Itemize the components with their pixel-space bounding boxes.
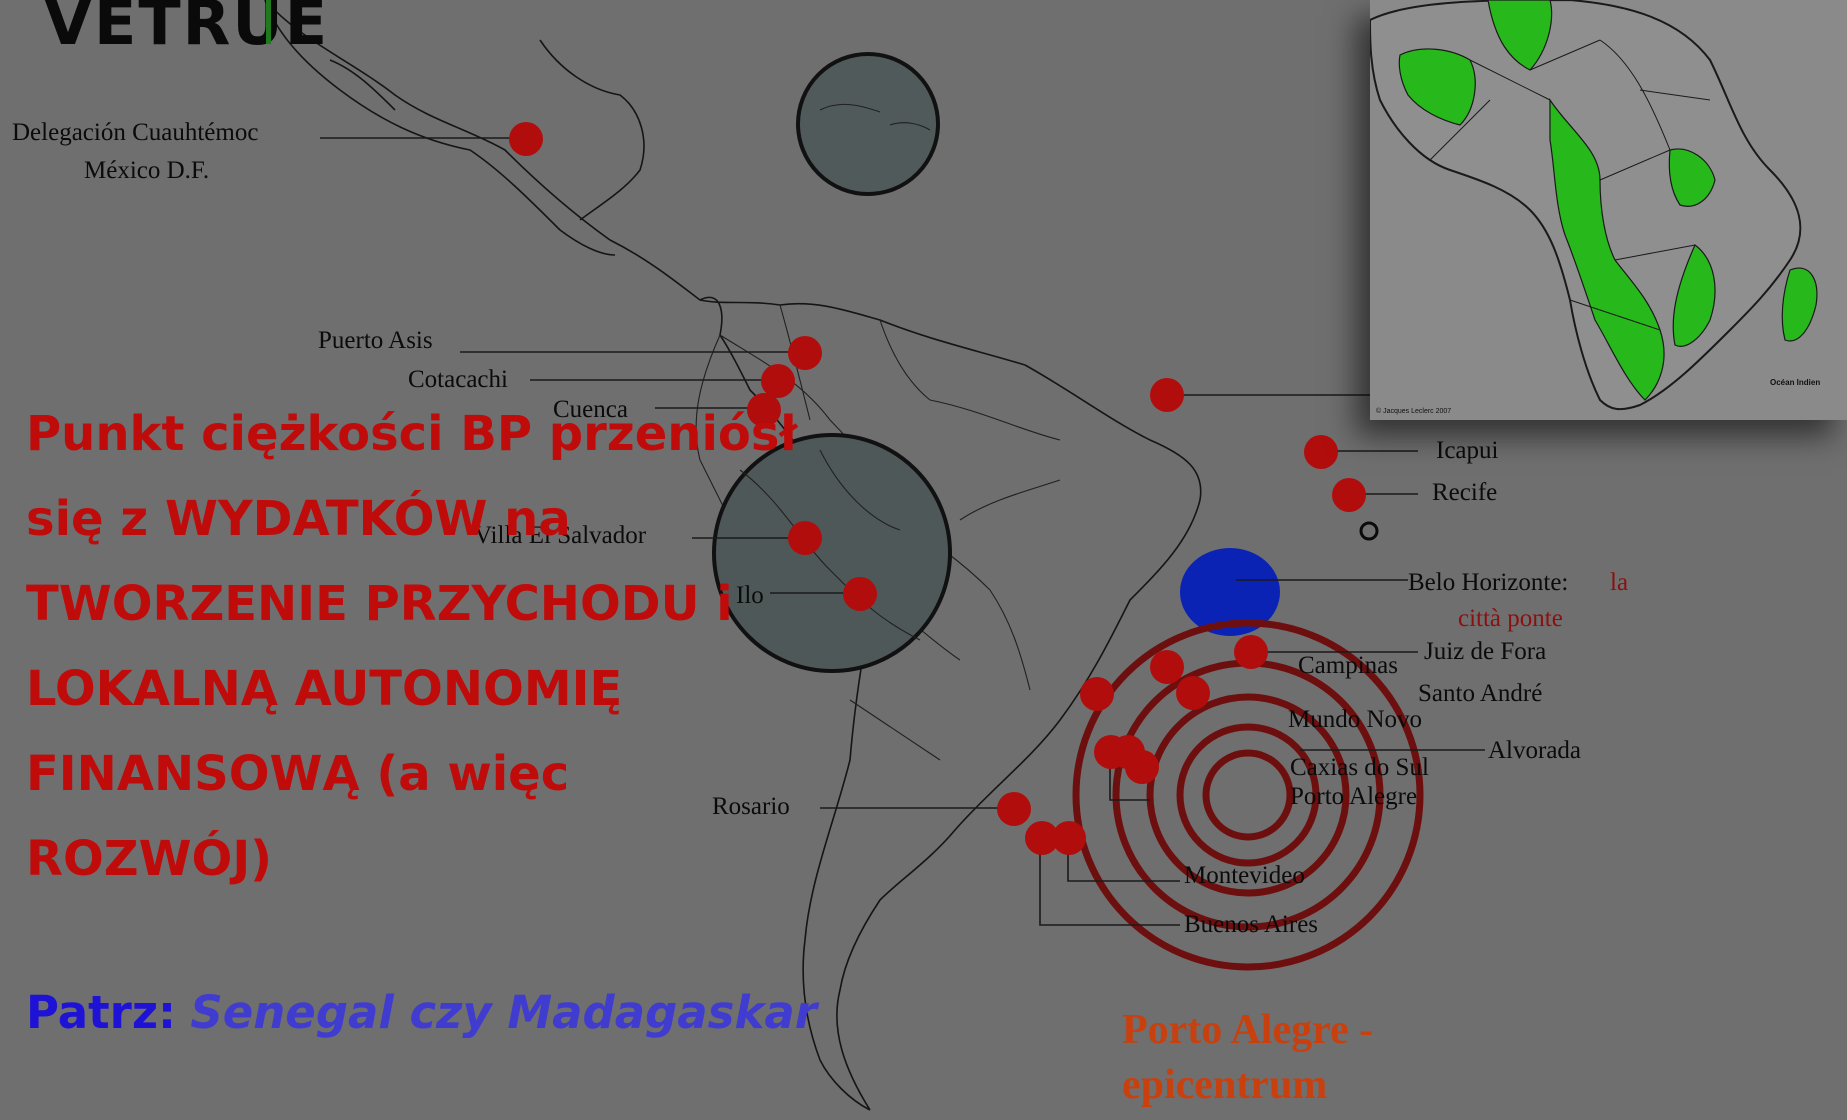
marker-recife	[1332, 478, 1366, 512]
headline: Punkt ciężkości BP przeniósł się z WYDAT…	[26, 406, 798, 887]
label-cotacachi: Cotacachi	[408, 366, 508, 393]
marker-porto-alegre	[1125, 750, 1159, 784]
yucatan-coastline	[539, 39, 645, 221]
africa-ocean-label: Océan Indien	[1770, 378, 1820, 387]
label-santo-andre: Santo André	[1418, 680, 1542, 707]
marker-villa-el-salvador	[788, 521, 822, 555]
see-also-countries: Senegal czy Madagaskar	[190, 986, 817, 1039]
label-porto-alegre: Porto Alegre	[1290, 783, 1417, 810]
leader-buenos-aires	[1039, 838, 1180, 926]
label-mexico-df: México D.F.	[84, 157, 209, 184]
marker-mexico-df	[509, 122, 543, 156]
caribbean-islands	[819, 103, 931, 131]
africa-green-central	[1549, 98, 1665, 401]
africa-green-mozambique	[1672, 244, 1716, 347]
africa-borders	[1429, 39, 1711, 331]
label-belo-horizonte: Belo Horizonte:	[1408, 569, 1568, 596]
logo: VETRUE	[44, 0, 330, 59]
marker-santo-andre	[1176, 676, 1210, 710]
label-icapui: Icapui	[1436, 437, 1499, 464]
epicentre-ring-5	[1202, 749, 1294, 841]
africa-green-sahel	[1398, 48, 1476, 126]
label-ilo: Ilo	[736, 582, 764, 609]
marker-rosario	[997, 792, 1031, 826]
marker-cotacachi	[761, 364, 795, 398]
epicentre-caption: Porto Alegre - epicentrum	[1122, 1007, 1374, 1108]
label-cuenca: Cuenca	[553, 396, 628, 423]
label-citta-ponte-la: la	[1610, 569, 1628, 596]
epicentre-ring-3	[1146, 693, 1350, 897]
marker-montevideo	[1052, 821, 1086, 855]
marker-buenos-aires	[1025, 821, 1059, 855]
marker-cuenca	[747, 393, 781, 427]
label-puerto-asis: Puerto Asis	[318, 327, 433, 354]
logo-accent-bar	[266, 0, 271, 44]
label-rosario: Rosario	[712, 793, 790, 820]
africa-inset-svg: © Jacques Leclerc 2007 Océan Indien	[1370, 0, 1820, 415]
label-mundo-novo: Mundo Novo	[1288, 706, 1422, 733]
label-recife: Recife	[1432, 479, 1497, 506]
madagascar	[1781, 267, 1818, 342]
peru-borders	[739, 449, 921, 641]
epicentre-ring-1	[1072, 619, 1424, 971]
africa-inset-map: © Jacques Leclerc 2007 Océan Indien	[1370, 0, 1847, 420]
label-cuauhtemoc: Delegación Cuauhtémoc	[12, 119, 258, 146]
belo-horizonte-highlight	[1180, 548, 1280, 636]
epicentre-ring-4	[1176, 723, 1320, 867]
marker-juiz-de-fora	[1234, 635, 1268, 669]
mexico-coastline	[264, 0, 616, 256]
africa-copyright: © Jacques Leclerc 2007	[1376, 407, 1451, 415]
label-montevideo: Montevideo	[1184, 862, 1305, 889]
marker-puerto-asis	[788, 336, 822, 370]
label-citta-ponte: città ponte	[1458, 605, 1563, 632]
see-also-label: Patrz:	[26, 986, 177, 1039]
marker-icapui	[1304, 435, 1338, 469]
label-juiz-de-fora: Juiz de Fora	[1424, 638, 1546, 665]
label-buenos-aires: Buenos Aires	[1184, 911, 1318, 938]
marker-outline	[1359, 521, 1379, 541]
label-alvorada: Alvorada	[1488, 737, 1581, 764]
marker-paraguay	[1080, 677, 1114, 711]
caribbean-highlight-circle	[796, 52, 940, 196]
label-campinas: Campinas	[1298, 652, 1398, 679]
marker-campinas	[1150, 650, 1184, 684]
marker-ilo	[843, 577, 877, 611]
marker-ne-coast	[1150, 378, 1184, 412]
see-also-note: Patrz: Senegal czy Madagaskar	[26, 985, 817, 1041]
label-caxias-do-sul: Caxias do Sul	[1290, 754, 1429, 781]
peru-highlight-circle	[712, 433, 952, 673]
africa-green-east	[1668, 148, 1716, 207]
label-villa-el-salvador: Villa El Salvador	[474, 522, 647, 549]
